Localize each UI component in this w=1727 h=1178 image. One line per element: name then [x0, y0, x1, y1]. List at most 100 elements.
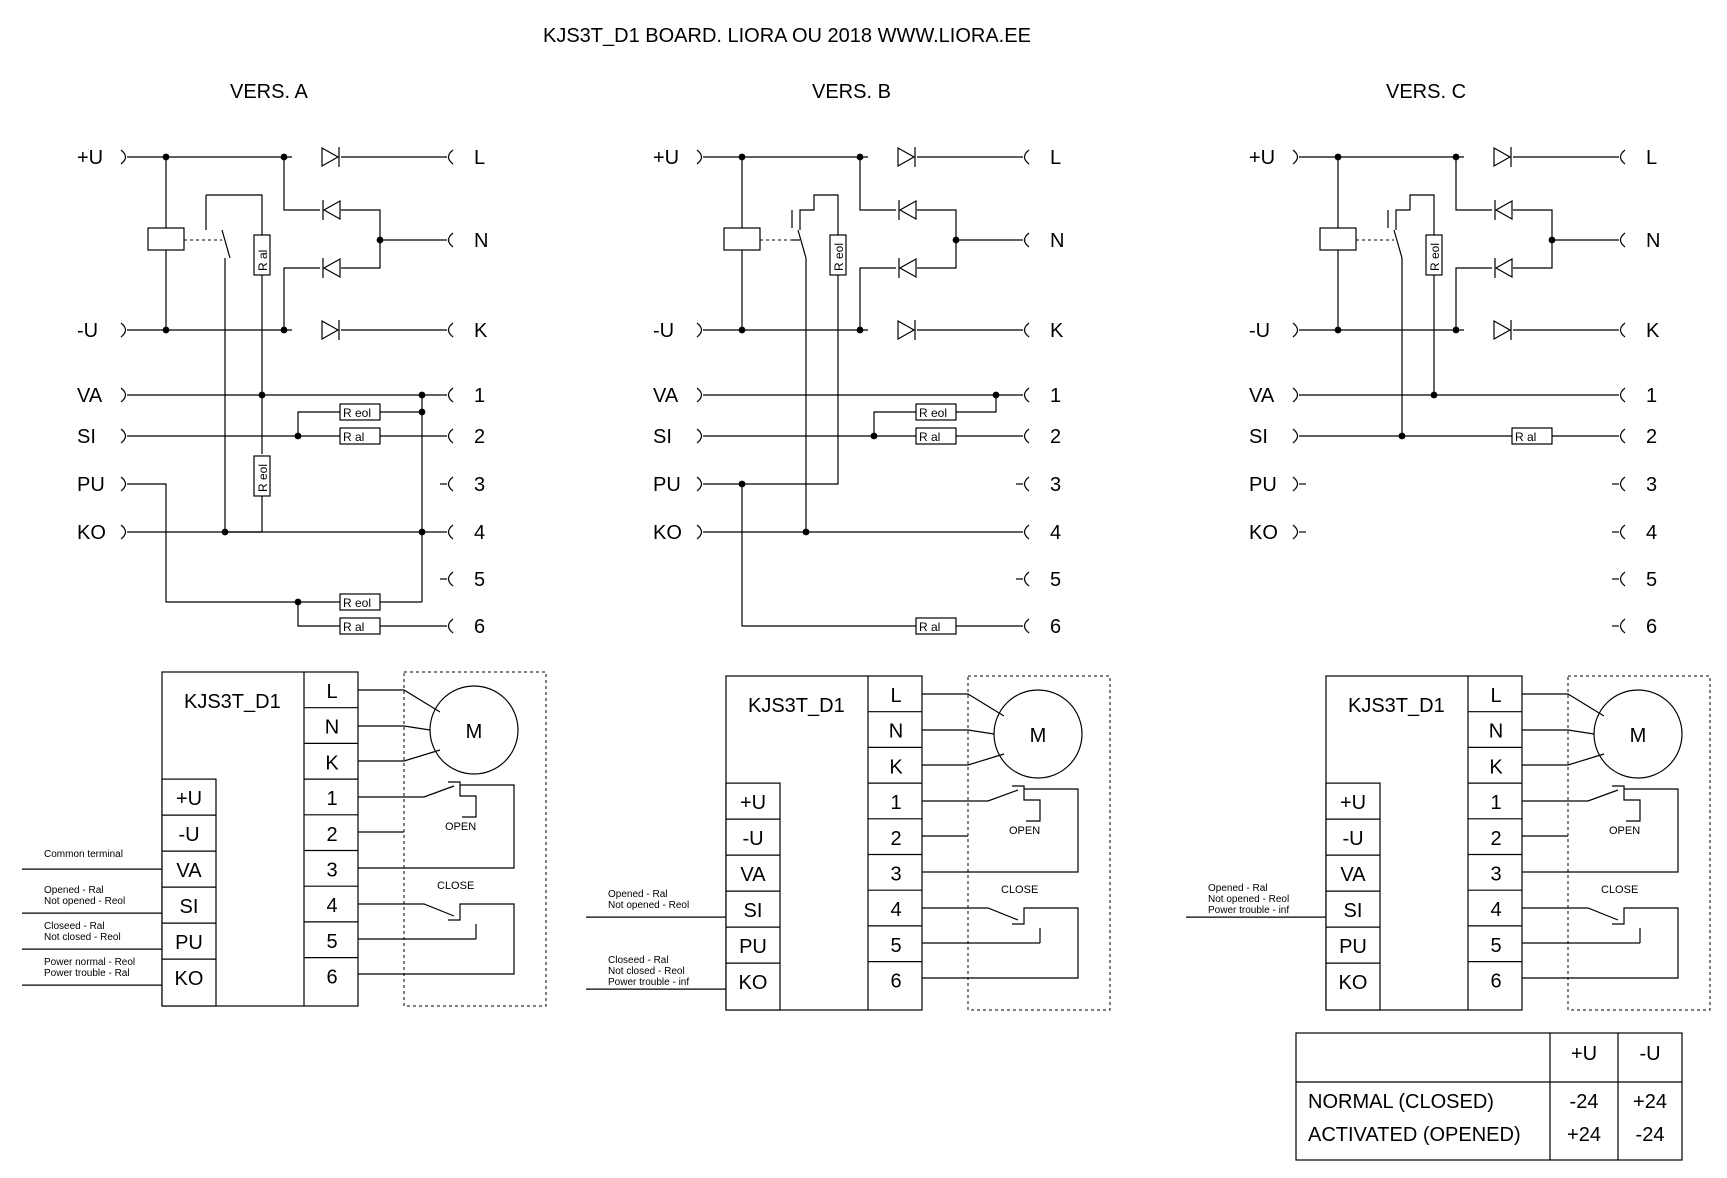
wire: [283, 157, 320, 211]
wire: [1513, 209, 1553, 269]
open-switch-loop: [1612, 785, 1641, 822]
left-terminal-connector: [1292, 428, 1299, 444]
wire: [221, 229, 231, 259]
resistor-label: R eol: [343, 406, 371, 420]
close-wire: [358, 784, 515, 869]
left-terminal-connector: [1292, 322, 1299, 338]
wire: [1393, 229, 1403, 259]
table-row-label: ACTIVATED (OPENED): [1308, 1124, 1521, 1146]
motor-wire: [1522, 693, 1605, 717]
junction-dot: [418, 408, 426, 416]
right-terminal-label: K: [1050, 320, 1064, 342]
right-terminal-connector: [447, 618, 454, 634]
wire: [1455, 267, 1492, 330]
signal-note: Power trouble - Ral: [44, 968, 130, 979]
signal-note: Not opened - Reol: [44, 896, 125, 907]
left-terminal-label: PU: [1249, 474, 1277, 496]
version-heading: VERS. C: [1386, 81, 1466, 103]
left-terminal-label: KO: [653, 522, 682, 544]
resistor-label: R al: [919, 620, 940, 634]
motor-label: M: [1630, 725, 1647, 747]
open-switch-loop: [448, 781, 477, 818]
board-pin-right: 5: [1490, 935, 1501, 957]
close-label: CLOSE: [1001, 884, 1038, 896]
diode: [321, 319, 340, 341]
diode-body: [1494, 199, 1513, 221]
board-pin-right: L: [326, 681, 337, 703]
right-terminal-label: 4: [1050, 522, 1061, 544]
diode-body: [898, 199, 917, 221]
resistor-label: R al: [1515, 430, 1536, 444]
left-terminal-connector: [1292, 149, 1299, 165]
table-cell: -24: [1636, 1124, 1665, 1146]
right-terminal-connector: [1023, 428, 1030, 444]
left-terminal-label: VA: [1249, 385, 1275, 407]
relay-coil: [147, 227, 185, 251]
right-terminal-connector: [447, 322, 454, 338]
table-cell: +24: [1633, 1091, 1667, 1113]
board-name: KJS3T_D1: [184, 691, 281, 713]
right-terminal-label: 5: [474, 569, 485, 591]
board-pin-right: K: [1489, 756, 1503, 778]
left-terminal-connector: [1292, 387, 1299, 403]
right-terminal-connector: [447, 428, 454, 444]
open-switch: [922, 789, 1019, 802]
diode-body: [321, 319, 340, 341]
left-terminal-connector: [696, 428, 703, 444]
resistor-label: R eol: [343, 596, 371, 610]
motor-wire: [922, 729, 995, 735]
motor-wire: [1522, 753, 1605, 766]
board-pin-right: N: [889, 721, 903, 743]
resistor-label: R eol: [1428, 243, 1442, 271]
board-pin-right: 6: [1490, 971, 1501, 993]
table-cell: +24: [1567, 1124, 1601, 1146]
wire: [1395, 194, 1435, 235]
signal-note: Power normal - Reol: [44, 957, 135, 968]
right-terminal-connector: [1023, 571, 1030, 587]
board-pin-right: L: [1490, 685, 1501, 707]
right-terminal-label: 3: [1050, 474, 1061, 496]
left-terminal-connector: [120, 428, 127, 444]
relay-coil: [723, 227, 761, 251]
right-terminal-connector: [447, 232, 454, 248]
version-heading: VERS. A: [230, 81, 308, 103]
wire: [297, 602, 340, 627]
right-terminal-label: 1: [474, 385, 485, 407]
table-row-label: NORMAL (CLOSED): [1308, 1091, 1494, 1113]
open-switch: [1522, 789, 1619, 802]
open-switch-loop: [1012, 785, 1041, 822]
wire: [741, 484, 916, 627]
board-pin-right: 1: [1490, 792, 1501, 814]
resistor-label: R al: [343, 620, 364, 634]
version-heading: VERS. B: [812, 81, 891, 103]
diode: [322, 199, 341, 221]
right-terminal-label: N: [1646, 230, 1660, 252]
left-terminal-label: VA: [77, 385, 103, 407]
left-terminal-label: +U: [653, 147, 679, 169]
diode-body: [1493, 146, 1512, 168]
left-terminal-connector: [696, 476, 703, 492]
board-pin-right: 3: [326, 860, 337, 882]
board-pin-left: KO: [1339, 972, 1368, 994]
board-pin-left: VA: [740, 864, 766, 886]
diode: [1494, 257, 1513, 279]
resistor: [915, 427, 957, 445]
board-pin-left: -U: [1342, 828, 1363, 850]
left-terminal-label: VA: [653, 385, 679, 407]
right-terminal-label: 2: [474, 426, 485, 448]
junction-dot: [221, 528, 229, 536]
board-pin-right: 6: [890, 971, 901, 993]
right-terminal-label: L: [1050, 147, 1061, 169]
motor-wire: [358, 749, 441, 762]
wire: [341, 209, 381, 269]
left-terminal-label: SI: [1249, 426, 1268, 448]
resistor-label: R al: [919, 430, 940, 444]
right-terminal-connector: [1619, 322, 1626, 338]
wire: [127, 483, 340, 603]
board-pin-right: N: [325, 717, 339, 739]
close-switch: [922, 907, 1019, 921]
board-name: KJS3T_D1: [748, 695, 845, 717]
